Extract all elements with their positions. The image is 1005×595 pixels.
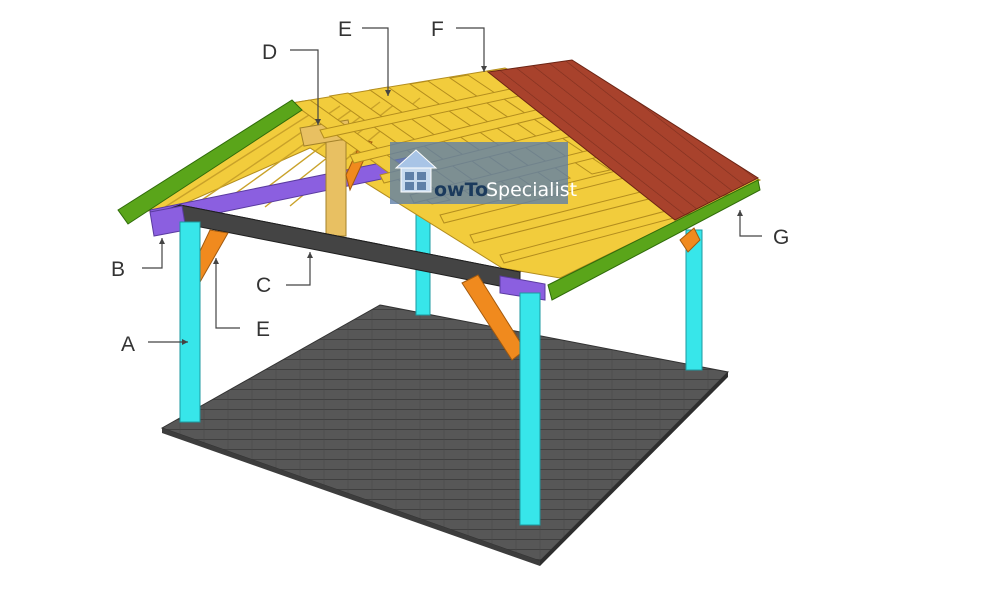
label-g: G [773,226,789,249]
leader-lines [142,27,762,345]
watermark-text-2: Specialist [486,179,577,201]
label-e-side: E [256,318,270,341]
part-labels: A B C D E E F G [111,18,789,356]
label-b: B [111,258,125,281]
label-f: F [431,18,444,41]
label-a: A [121,333,135,356]
deck-floor [160,304,730,566]
label-c: C [256,274,271,297]
watermark-text-1: owTo [434,179,488,201]
right-fascia-trim [547,179,761,301]
house-logo-icon [394,149,438,193]
roofing-sheets [486,59,760,221]
label-d: D [262,41,277,64]
front-posts [179,221,541,526]
howtospecialist-watermark: owTo Specialist [390,142,577,204]
left-fascia-trim [117,99,303,225]
label-e-top: E [338,18,352,41]
